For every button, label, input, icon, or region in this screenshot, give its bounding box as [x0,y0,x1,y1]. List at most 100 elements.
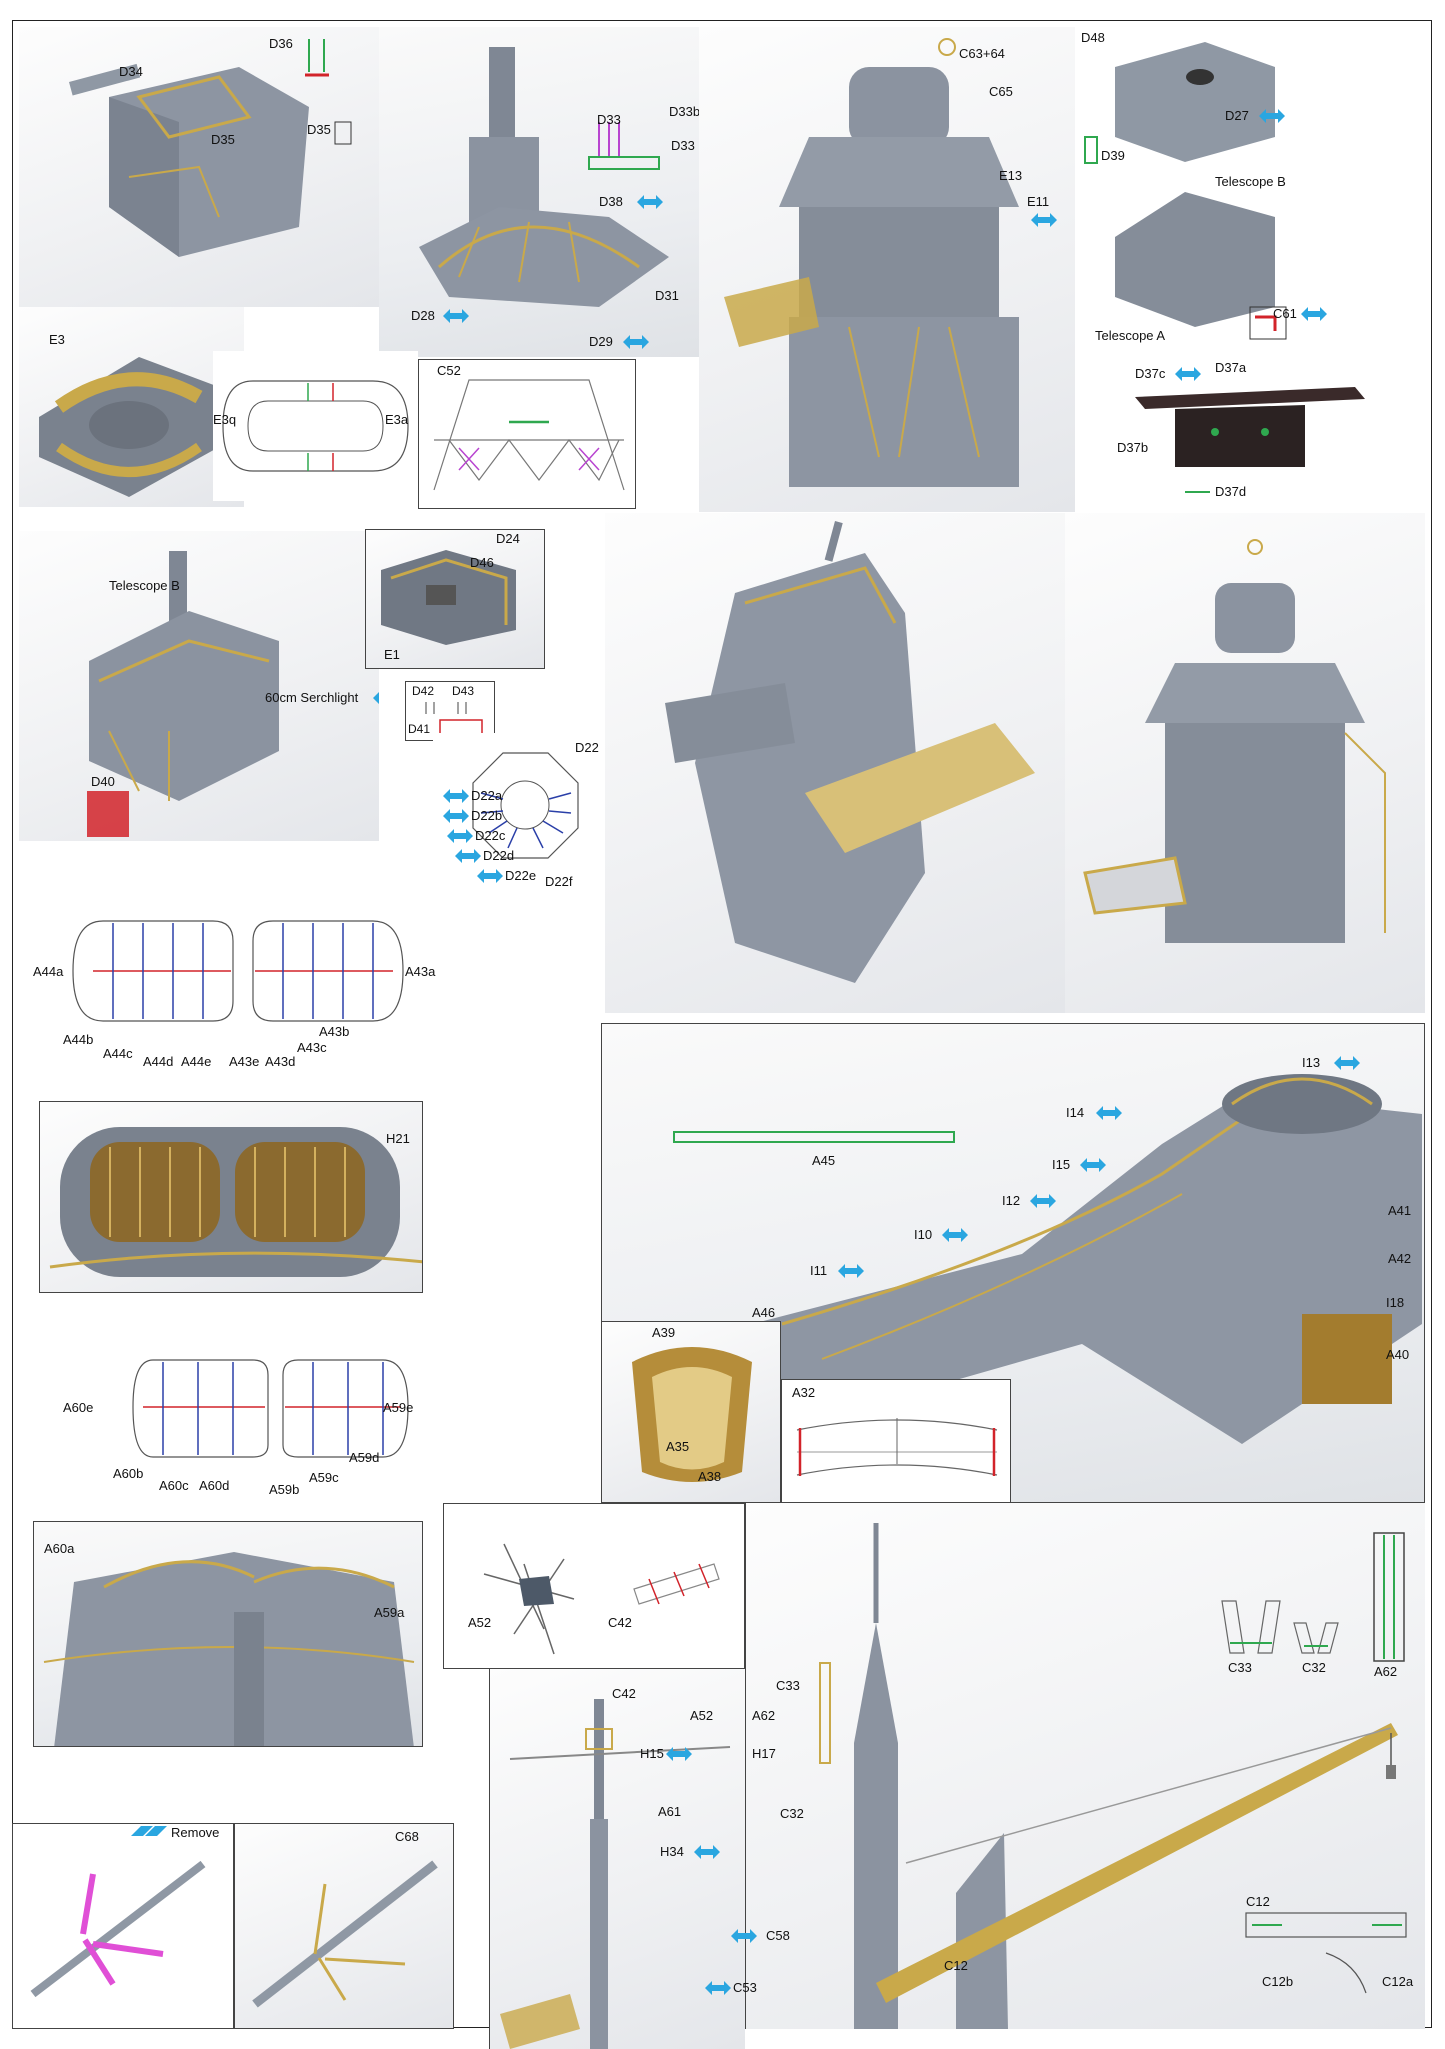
label-i12: I12 [1002,1193,1021,1208]
label-c12-title: C12 [1246,1894,1270,1909]
label-c65: C65 [989,84,1013,99]
panel-c52: C52 [418,359,636,509]
label-c12: C12 [944,1958,968,1973]
panel-crane-photo: C33 A62 H17 C32 C58 C12 C33 C32 A62 C12 … [745,1503,1425,2029]
label-a43e: A43e [229,1054,260,1069]
part-render-c [724,38,1019,487]
label-d35-b: D35 [307,122,331,137]
part-render-h [665,520,1035,983]
label-e1: E1 [384,647,400,662]
label-e3: E3 [49,332,65,347]
label-c42-b: C42 [612,1686,636,1701]
label-e3a: E3a [385,412,409,427]
label-a43c: A43c [297,1040,327,1055]
label-a38: A38 [698,1469,722,1484]
a43-a44-diagram [72,920,404,1022]
instruction-sheet: 4 D36 D34 D35 D35 D33 D33b D33 [12,20,1432,2049]
label-d37c: D37c [1135,366,1166,381]
panel-a43-a44-diagram [53,911,423,1031]
arrow-icon [447,829,473,843]
arrow-icon [373,692,379,704]
label-a59d: A59d [349,1450,380,1465]
part-render-a [69,39,352,257]
arrow-icon [443,309,469,323]
label-h21: H21 [386,1131,410,1146]
arrow-icon [1301,307,1327,321]
label-h15: H15 [640,1746,664,1761]
label-d39: D39 [1101,148,1125,163]
a32-diagram [796,1418,998,1476]
label-i14: I14 [1066,1105,1085,1120]
remove-diagram [30,1826,206,1998]
label-c58: C58 [766,1928,790,1943]
label-h34: H34 [660,1844,684,1859]
label-i18: I18 [1386,1295,1405,1310]
panel-h21-photo: H21 [39,1101,423,1293]
panel-d41-d43: D42 D43 D41 [405,681,495,741]
label-d43: D43 [452,684,475,698]
label-a44d: A44d [143,1054,174,1069]
a45-ladder-part [673,1131,955,1143]
label-c68: C68 [395,1829,419,1844]
arrow-icon [443,789,469,803]
label-i13: I13 [1302,1055,1321,1070]
label-a62-b: A62 [1374,1664,1398,1679]
label-d24: D24 [496,531,520,546]
arrow-icon [455,849,481,863]
part-render-j [49,1127,422,1277]
panel-a32: A32 [781,1379,1011,1503]
panel-e3-diagram: E3q E3a [213,351,418,501]
label-serchlight: 60cm Serchlight [265,690,359,705]
label-a52-b: A52 [690,1708,714,1723]
part-render-o [819,1523,1407,2029]
panel-remove: Remove [12,1823,234,2029]
arrow-icon [1334,1056,1360,1070]
part-render-n [500,1699,731,2049]
label-c42: C42 [608,1615,632,1630]
label-a43a: A43a [405,964,436,979]
label-d38: D38 [599,194,623,209]
label-a59b: A59b [269,1482,300,1497]
label-a59a: A59a [374,1605,405,1620]
panel-funnel-photo: I13 I14 I15 I12 I10 I11 A45 A46 A41 A42 … [601,1023,1425,1503]
label-d37d: D37d [1215,484,1247,499]
label-a35: A35 [666,1439,690,1454]
label-a59e: A59e [383,1400,414,1415]
label-d33b: D33b [669,104,699,119]
part-render-e3 [39,357,219,497]
part-render-l [632,1347,752,1482]
arrow-icon [838,1264,864,1278]
label-a60c: A60c [159,1478,189,1493]
arrow-icon [1175,367,1201,381]
panel-e3-photo: E3 [19,307,244,507]
c52-diagram [433,379,625,491]
label-d36: D36 [269,36,293,51]
label-a60e: A60e [63,1400,94,1415]
label-a42: A42 [1388,1251,1412,1266]
label-d31: D31 [655,288,679,303]
label-a40: A40 [1386,1347,1410,1362]
c32-part-diagram [1293,1622,1339,1654]
arrow-icon [1080,1158,1106,1172]
label-d48: D48 [1081,30,1105,45]
part-render-b [419,47,669,307]
c12-part-diagram [1245,1912,1407,1994]
panel-a39-photo: A39 A35 A38 [601,1321,781,1503]
label-c61: C61 [1273,306,1297,321]
label-d22f: D22f [545,874,573,889]
label-c12a: C12a [1382,1974,1414,1989]
label-i15: I15 [1052,1157,1071,1172]
label-a44e: A44e [181,1054,212,1069]
panel-c68: C68 [234,1823,454,2029]
label-a43b: A43b [319,1024,350,1039]
panel-bridge-side-photo [605,513,1065,1013]
a52-c42-parts [483,1543,720,1655]
label-h17: H17 [752,1746,776,1761]
arrow-icon [477,869,503,883]
arrow-icon [666,1747,692,1761]
part-render-k [673,1074,1422,1502]
label-a60a: A60a [44,1541,75,1556]
arrow-icon [623,335,649,349]
label-e13: E13 [999,168,1023,183]
label-e3q: E3q [213,412,237,427]
